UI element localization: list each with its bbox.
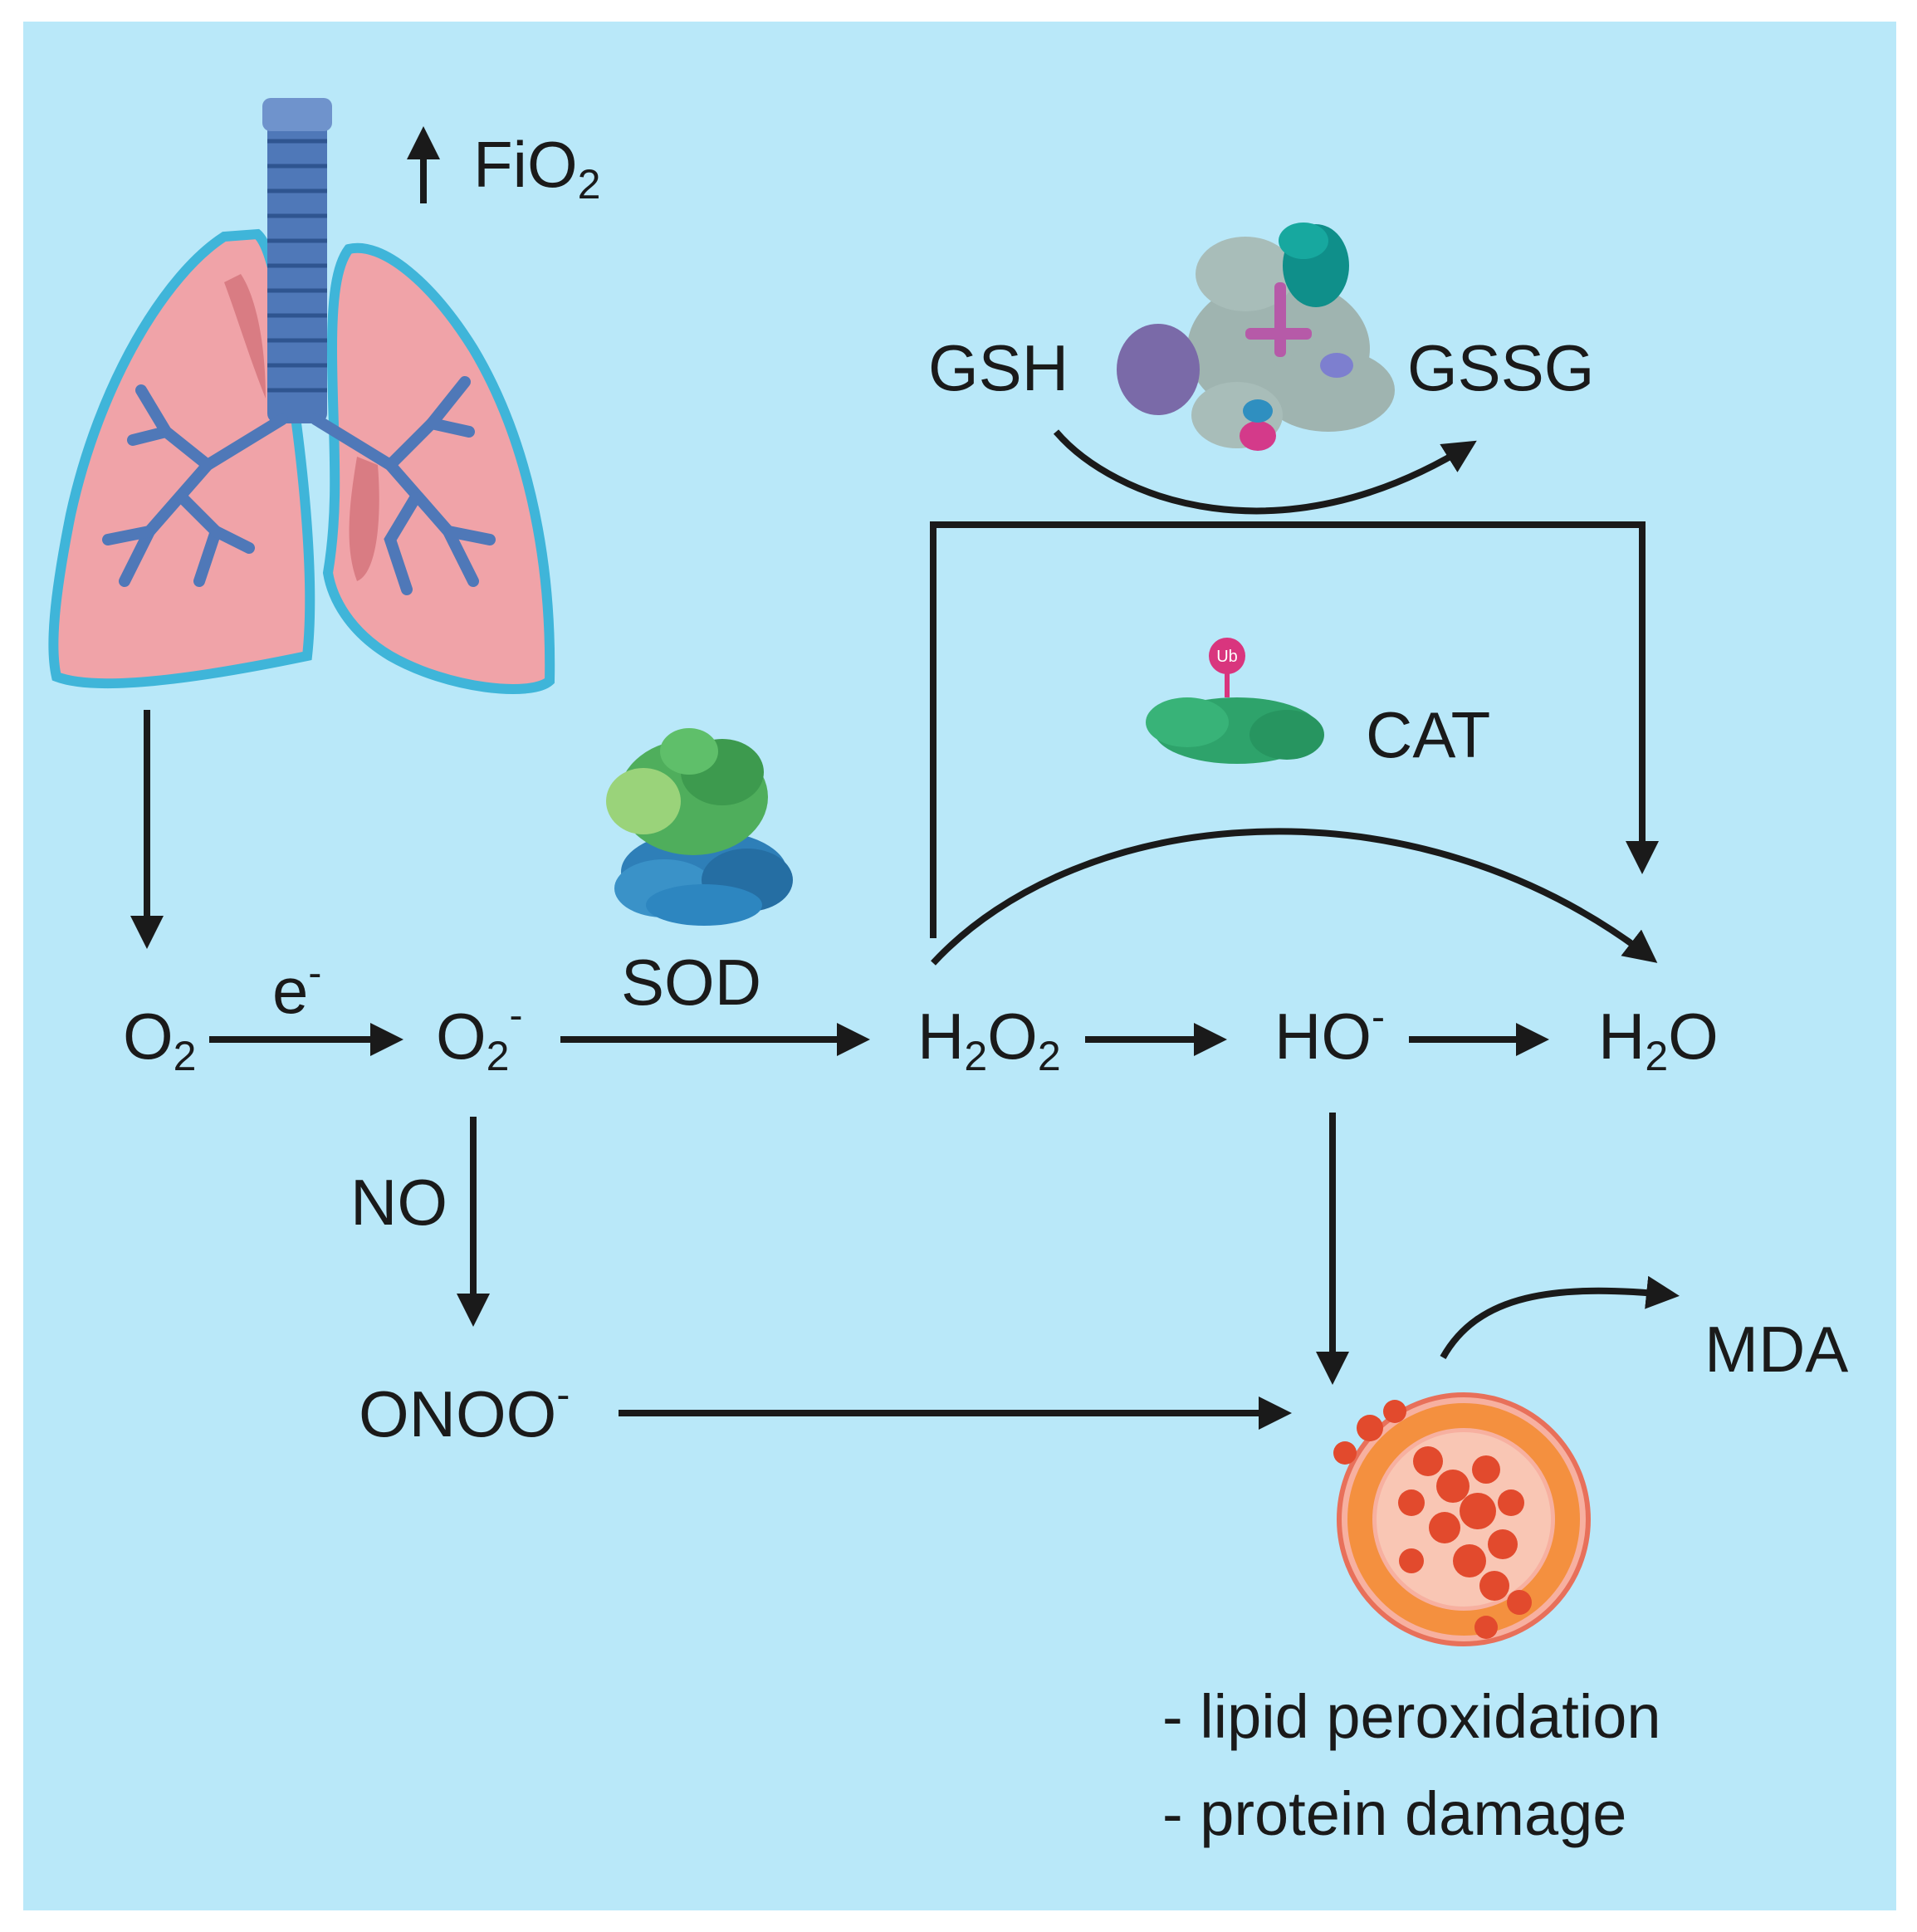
glutathione-peroxidase-protein-icon — [1117, 223, 1395, 451]
sod-protein-icon — [606, 728, 793, 926]
h2o2-label: H2O2 — [917, 1000, 1061, 1079]
damage-line-2: - protein damage — [1162, 1779, 1626, 1848]
mda-label: MDA — [1704, 1313, 1848, 1386]
no-label: NO — [350, 1166, 447, 1239]
water-label: H2O — [1598, 1000, 1719, 1079]
h2o2-to-water-curved-arrow — [931, 828, 1658, 966]
electron-label: e- — [272, 951, 321, 1027]
damage-line-1: - lipid peroxidation — [1162, 1682, 1661, 1751]
h2o2-to-water-bracket-arrow — [930, 521, 1659, 938]
cat-label: CAT — [1366, 698, 1490, 771]
damaged-cell-icon — [1333, 1392, 1591, 1646]
cell-to-mda-arrow — [1440, 1275, 1680, 1359]
fio2-label: FiO2 — [473, 128, 600, 208]
sod-label: SOD — [621, 946, 761, 1019]
o2-label: O2 — [123, 1000, 196, 1079]
hydroxyl-label: HO- — [1274, 995, 1385, 1073]
gssg-label: GSSG — [1407, 331, 1594, 404]
superoxide-label: O2- — [436, 994, 522, 1079]
ub-label: Ub — [1216, 648, 1238, 666]
gsh-to-gssg-arrow — [1053, 429, 1477, 515]
lungs-icon — [48, 98, 555, 694]
gsh-label: GSH — [928, 331, 1069, 404]
onoo-label: ONOO- — [359, 1373, 570, 1450]
catalase-protein-icon — [1146, 638, 1324, 764]
